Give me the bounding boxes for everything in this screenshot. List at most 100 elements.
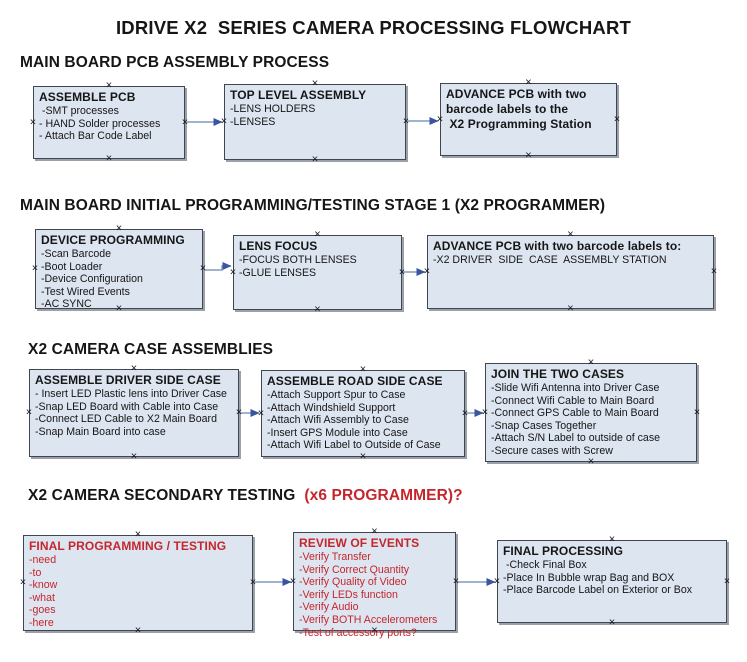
flow-box: ADVANCE PCB with two barcode labels to:-… (423, 229, 718, 314)
connector-arrow (203, 262, 232, 271)
connection-point-icon: × (359, 450, 367, 463)
connection-point-icon: × (493, 575, 501, 587)
box-item: -Verify Correct Quantity (299, 563, 410, 576)
box-title: ASSEMBLE ROAD SIDE CASE (267, 374, 443, 388)
box-item: -Verify Audio (299, 601, 359, 614)
connection-point-icon: × (29, 116, 37, 128)
box-item: -Connect Wifi Cable to Main Board (491, 394, 655, 407)
connection-point-icon: × (587, 455, 595, 468)
flow-box: FINAL PROCESSING -Check Final Box-Place … (493, 534, 731, 628)
box-item: -Verify BOTH Accelerometers (299, 613, 438, 626)
connection-point-icon: × (289, 575, 297, 587)
flow-box: REVIEW OF EVENTS-Verify Transfer-Verify … (289, 526, 459, 639)
box-item: -GLUE LENSES (239, 266, 317, 279)
section-heading-text: X2 CAMERA CASE ASSEMBLIES (28, 341, 274, 358)
connection-point-icon: × (710, 265, 718, 278)
flow-box: ASSEMBLE ROAD SIDE CASE-Attach Support S… (257, 364, 469, 462)
connection-point-icon: × (693, 406, 701, 418)
box-item: -Place In Bubble wrap Bag and BOX (503, 571, 675, 584)
box-item: -Place Barcode Label on Exterior or Box (503, 584, 693, 597)
connection-point-icon: × (314, 303, 321, 316)
section-heading-text: X2 CAMERA SECONDARY TESTING (28, 487, 296, 504)
box-item: -LENSES (230, 115, 276, 128)
connection-point-icon: × (436, 113, 444, 125)
box-title: FINAL PROCESSING (503, 544, 624, 558)
box-item: -Snap Main Board into case (35, 425, 166, 438)
connection-point-icon: × (398, 266, 406, 278)
connection-point-icon: × (423, 265, 431, 278)
box-item: -Scan Barcode (41, 248, 112, 260)
connection-point-icon: × (199, 262, 207, 275)
box-item: -goes (29, 604, 56, 617)
connection-point-icon: × (461, 407, 469, 419)
box-title: ASSEMBLE DRIVER SIDE CASE (35, 373, 221, 387)
flow-box: ASSEMBLE DRIVER SIDE CASE- Insert LED Pl… (25, 363, 243, 462)
section-heading-text: MAIN BOARD INITIAL PROGRAMMING/TESTING S… (20, 197, 606, 214)
flow-box: DEVICE PROGRAMMING-Scan Barcode-Boot Loa… (31, 223, 207, 314)
box-item: -Slide Wifi Antenna into Driver Case (491, 382, 660, 394)
section-heading-suffix: (x6 PROGRAMMER)? (304, 487, 463, 504)
box-item: -Connect LED Cable to X2 Main Board (35, 413, 217, 426)
box-item: -Snap LED Board with Cable into Case (35, 400, 219, 413)
box-item: -Attach Wifi Label to Outside of Case (267, 439, 441, 452)
box-item: -AC SYNC (41, 298, 92, 311)
section-heading: X2 CAMERA CASE ASSEMBLIES (28, 341, 273, 359)
box-item: -need (29, 554, 57, 566)
flow-box: JOIN THE TWO CASES-Slide Wifi Antenna in… (481, 357, 701, 467)
flow-box: ADVANCE PCB with two barcode labels to t… (436, 77, 620, 161)
box-title: JOIN THE TWO CASES (491, 367, 625, 381)
connection-point-icon: × (257, 407, 265, 419)
connection-point-icon: × (19, 576, 27, 589)
box-item: -Attach S/N Label to outside of case (491, 432, 661, 445)
box-item: -Test of accessory ports? (299, 626, 417, 639)
box-item: -here (29, 616, 54, 629)
box-item: -Insert GPS Module into Case (267, 426, 408, 439)
box-item: -what (29, 591, 55, 604)
connection-point-icon: × (235, 406, 243, 419)
box-item: -Boot Loader (41, 260, 103, 273)
connection-point-icon: × (481, 406, 489, 418)
box-title: LENS FOCUS (239, 239, 318, 253)
section-heading: MAIN BOARD INITIAL PROGRAMMING/TESTING S… (20, 197, 605, 215)
box-item: - Attach Bar Code Label (39, 130, 152, 143)
connection-point-icon: × (31, 262, 39, 275)
connection-point-icon: × (567, 302, 574, 315)
connection-point-icon: × (402, 115, 410, 128)
connection-point-icon: × (723, 575, 731, 587)
connection-point-icon: × (229, 266, 237, 278)
box-item: -FOCUS BOTH LENSES (239, 254, 357, 266)
box-item: -Check Final Box (503, 559, 587, 571)
box-title: ADVANCE PCB with two barcode labels to: (433, 239, 682, 253)
box-item: -Attach Support Spur to Case (267, 389, 406, 401)
box-title: ASSEMBLE PCB (39, 90, 136, 104)
box-item: -Verify LEDs function (299, 588, 398, 601)
connection-point-icon: × (608, 616, 616, 629)
flow-box: TOP LEVEL ASSEMBLY-LENS HOLDERS-LENSES××… (220, 78, 410, 165)
box-item: -Secure cases with Screw (491, 444, 613, 457)
connection-point-icon: × (220, 115, 228, 128)
box-item: -Connect GPS Cable to Main Board (491, 407, 659, 420)
box-title: DEVICE PROGRAMMING (41, 233, 185, 247)
box-item: -LENS HOLDERS (230, 103, 316, 115)
connection-point-icon: × (311, 153, 319, 166)
section-heading-text: MAIN BOARD PCB ASSEMBLY PROCESS (20, 54, 330, 71)
box-title: REVIEW OF EVENTS (299, 536, 420, 550)
box-item: -Verify Quality of Video (299, 576, 407, 589)
box-title: FINAL PROGRAMMING / TESTING (29, 539, 227, 553)
box-item: -know (29, 579, 58, 592)
box-item: -Verify Transfer (299, 551, 371, 563)
flow-box: FINAL PROGRAMMING / TESTING-need-to-know… (19, 529, 257, 636)
connection-point-icon: × (105, 152, 113, 165)
flow-box: LENS FOCUS-FOCUS BOTH LENSES-GLUE LENSES… (229, 229, 406, 315)
connection-point-icon: × (181, 116, 189, 128)
connection-point-icon: × (249, 576, 257, 589)
connection-point-icon: × (25, 406, 33, 419)
flow-box: ASSEMBLE PCB -SMT processes- HAND Solder… (29, 80, 189, 164)
page-title: IDRIVE X2 SERIES CAMERA PROCESSING FLOWC… (115, 17, 632, 38)
connection-point-icon: × (130, 450, 138, 463)
box-item: -Attach Wifi Assembly to Case (267, 414, 409, 427)
box-item: - Insert LED Plastic lens into Driver Ca… (35, 388, 227, 400)
section-heading: X2 CAMERA SECONDARY TESTING (x6 PROGRAMME… (28, 487, 463, 505)
section-heading: MAIN BOARD PCB ASSEMBLY PROCESS (20, 54, 329, 72)
box-item: -Snap Cases Together (491, 419, 597, 432)
